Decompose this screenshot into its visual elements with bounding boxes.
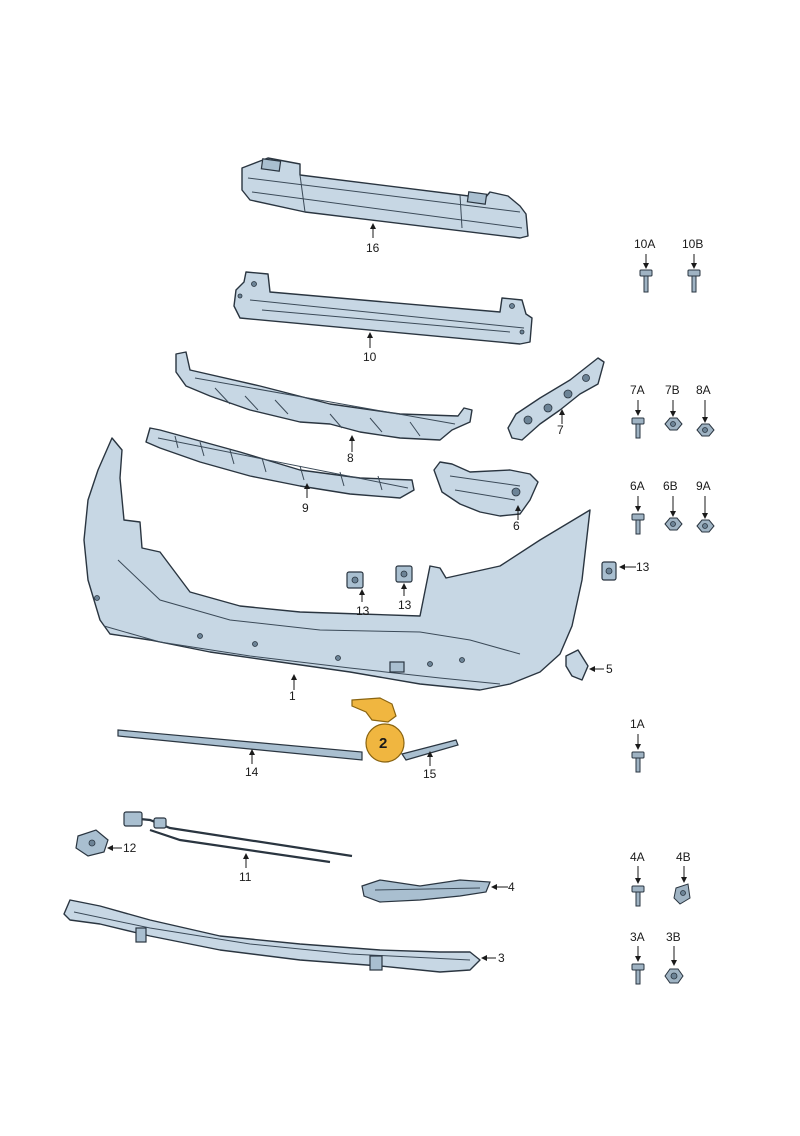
fastener-6B[interactable]: [664, 517, 683, 531]
part-13-clip-c[interactable]: [601, 561, 617, 581]
part-14-trim-strip[interactable]: [117, 729, 363, 761]
label-10A: 10A: [634, 237, 655, 251]
callout-9: 9: [302, 501, 309, 515]
part-15-trim-strip[interactable]: [401, 739, 459, 761]
part-12-connector[interactable]: [75, 829, 109, 857]
label-8A: 8A: [696, 383, 711, 397]
fastener-1A[interactable]: [631, 751, 645, 773]
callout-13b: 13: [398, 598, 412, 612]
part-6-corner-bracket[interactable]: [433, 461, 539, 517]
fastener-10B[interactable]: [687, 269, 701, 293]
callout-10: 10: [363, 350, 377, 364]
part-3-diffuser[interactable]: [63, 899, 481, 973]
fastener-8A[interactable]: [696, 423, 715, 437]
fastener-10A[interactable]: [639, 269, 653, 293]
part-13-clip-b[interactable]: [395, 565, 413, 583]
fastener-4B[interactable]: [673, 883, 691, 905]
callout-12: 12: [123, 841, 137, 855]
callout-5: 5: [606, 662, 613, 676]
callout-3: 3: [498, 951, 505, 965]
label-1A: 1A: [630, 717, 645, 731]
callout-15: 15: [423, 767, 437, 781]
part-16-impact-absorber[interactable]: [241, 157, 529, 239]
part-10-reinforcement[interactable]: [233, 271, 533, 345]
part-8-guide-bracket[interactable]: [175, 351, 473, 441]
fastener-3A[interactable]: [631, 963, 645, 985]
label-6B: 6B: [663, 479, 678, 493]
callout-8: 8: [347, 451, 354, 465]
label-10B: 10B: [682, 237, 703, 251]
fastener-9A[interactable]: [696, 519, 715, 533]
label-7B: 7B: [665, 383, 680, 397]
label-4B: 4B: [676, 850, 691, 864]
part-7-side-bracket[interactable]: [507, 357, 605, 441]
label-3A: 3A: [630, 930, 645, 944]
callout-7: 7: [557, 423, 564, 437]
label-4A: 4A: [630, 850, 645, 864]
callout-11: 11: [239, 870, 252, 884]
callout-16: 16: [366, 241, 380, 255]
callout-2: 2: [379, 735, 387, 752]
callout-4: 4: [508, 880, 515, 894]
callout-13c: 13: [636, 560, 650, 574]
callout-1: 1: [289, 689, 296, 703]
fastener-6A[interactable]: [631, 513, 645, 535]
fastener-7B[interactable]: [664, 417, 683, 431]
part-4-lower-bracket[interactable]: [361, 879, 491, 903]
label-7A: 7A: [630, 383, 645, 397]
fastener-3B[interactable]: [664, 968, 684, 984]
fastener-4A[interactable]: [631, 885, 645, 907]
callout-6: 6: [513, 519, 520, 533]
label-9A: 9A: [696, 479, 711, 493]
part-2-sensor-holder[interactable]: [351, 697, 405, 763]
label-3B: 3B: [666, 930, 681, 944]
part-13-clip-a[interactable]: [346, 571, 364, 589]
fastener-7A[interactable]: [631, 417, 645, 439]
callout-14: 14: [245, 765, 259, 779]
label-6A: 6A: [630, 479, 645, 493]
part-1-bumper-cover[interactable]: [83, 437, 591, 691]
callout-13a: 13: [356, 604, 370, 618]
part-5-end-cap[interactable]: [565, 649, 589, 681]
part-9-guide-bracket[interactable]: [145, 427, 415, 499]
part-11-wiring-harness[interactable]: [123, 811, 353, 864]
